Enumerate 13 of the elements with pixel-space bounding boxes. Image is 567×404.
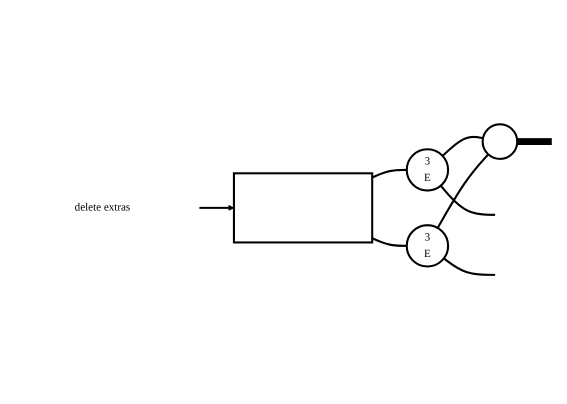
node-circle bbox=[482, 123, 518, 160]
arrow bbox=[199, 204, 234, 211]
node-circle: 3 E bbox=[406, 148, 450, 192]
connector bbox=[372, 237, 407, 247]
node-circle: 3 E bbox=[406, 224, 450, 268]
connector bbox=[443, 258, 496, 276]
connector bbox=[372, 168, 407, 178]
connector bbox=[440, 185, 496, 216]
connector bbox=[436, 154, 490, 228]
connector bbox=[516, 138, 552, 146]
node-text: delete extras bbox=[74, 202, 130, 214]
node-box bbox=[232, 172, 374, 244]
connector bbox=[442, 136, 484, 157]
